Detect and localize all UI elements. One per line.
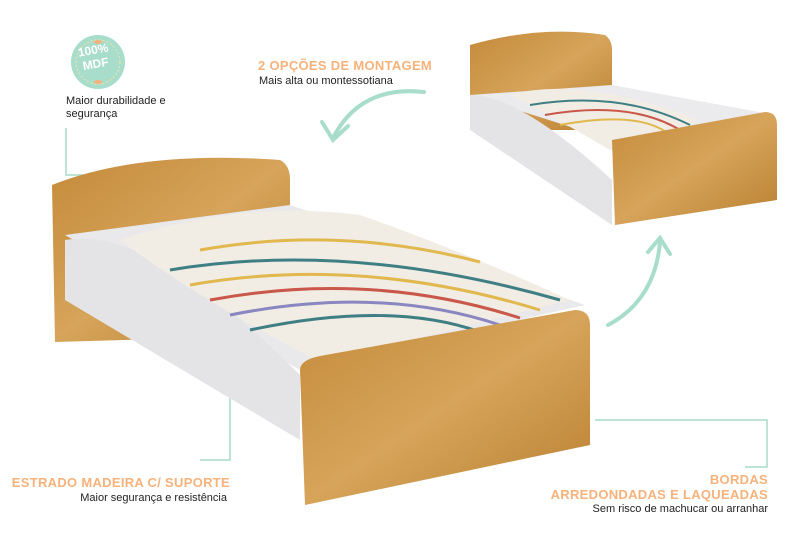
montagem-title: 2 OPÇÕES DE MONTAGEM: [258, 58, 433, 73]
bed-small: [470, 31, 777, 225]
bed-large: [52, 157, 590, 505]
estrado-description: Maior segurança e resistência: [80, 492, 227, 504]
mdf-badge: [71, 35, 125, 89]
mdf-description: Maior durabilidade e segurança: [66, 95, 166, 120]
bordas-title-line1: BORDAS: [709, 472, 768, 487]
estrado-title: ESTRADO MADEIRA C/ SUPORTE: [11, 475, 230, 490]
arrow-icon: [320, 89, 672, 327]
bordas-title: BORDAS ARREDONDADAS E LAQUEADAS: [551, 472, 768, 502]
montagem-description: Mais alta ou montessotiana: [259, 75, 393, 87]
mdf-badge-text: 100% MDF: [77, 41, 112, 74]
bordas-title-line2: ARREDONDADAS E LAQUEADAS: [550, 487, 768, 502]
bordas-description: Sem risco de machucar ou arranhar: [592, 503, 768, 515]
